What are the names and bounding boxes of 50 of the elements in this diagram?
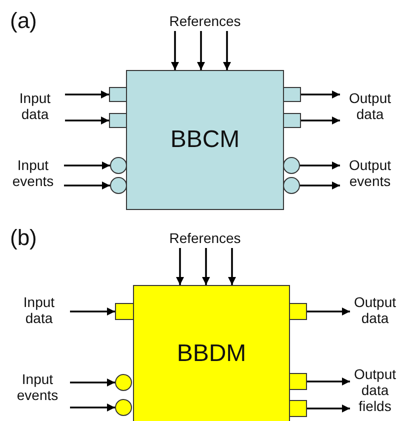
arrow xyxy=(197,31,205,70)
arrow xyxy=(65,116,109,124)
arrow xyxy=(171,31,179,70)
signal-label: Output data fields xyxy=(352,366,398,414)
data-port xyxy=(283,113,301,128)
arrow xyxy=(64,162,110,170)
signal-label: Input data xyxy=(18,90,52,122)
signal-label: References xyxy=(169,13,241,30)
arrow xyxy=(65,90,109,98)
arrow xyxy=(70,404,115,412)
data-port xyxy=(109,87,127,102)
event-port xyxy=(110,177,127,194)
event-port xyxy=(115,399,132,416)
data-port xyxy=(289,373,307,390)
arrow xyxy=(228,248,236,285)
arrow xyxy=(300,182,340,190)
signal-label: References xyxy=(169,230,241,247)
data-port xyxy=(109,113,127,128)
arrow xyxy=(202,248,210,285)
signal-label: Input events xyxy=(16,370,60,404)
arrow xyxy=(307,308,350,316)
arrow xyxy=(176,248,184,285)
block-name: BBDM xyxy=(176,340,246,368)
block-name: BBCM xyxy=(170,126,240,154)
panel-label: (b) xyxy=(10,225,37,251)
model-block xyxy=(133,285,290,421)
model-block xyxy=(126,70,284,210)
event-port xyxy=(110,157,127,174)
arrow xyxy=(301,90,340,98)
arrow xyxy=(70,308,115,316)
data-port xyxy=(289,303,307,320)
arrow xyxy=(307,378,350,386)
arrow xyxy=(307,404,350,412)
arrow xyxy=(301,116,340,124)
event-port xyxy=(283,177,300,194)
signal-label: Output events xyxy=(348,156,392,190)
signal-label: Input data xyxy=(22,294,56,326)
signal-label: Input events xyxy=(11,156,55,190)
signal-label: Output data xyxy=(348,90,392,122)
arrow xyxy=(70,378,115,386)
data-port xyxy=(289,400,307,417)
event-port xyxy=(115,374,132,391)
arrow xyxy=(64,182,110,190)
panel-label: (a) xyxy=(10,8,37,34)
event-port xyxy=(283,157,300,174)
arrow xyxy=(300,162,340,170)
data-port xyxy=(283,87,301,102)
arrow xyxy=(223,31,231,70)
signal-label: Output data xyxy=(352,294,398,326)
data-port xyxy=(115,303,134,320)
